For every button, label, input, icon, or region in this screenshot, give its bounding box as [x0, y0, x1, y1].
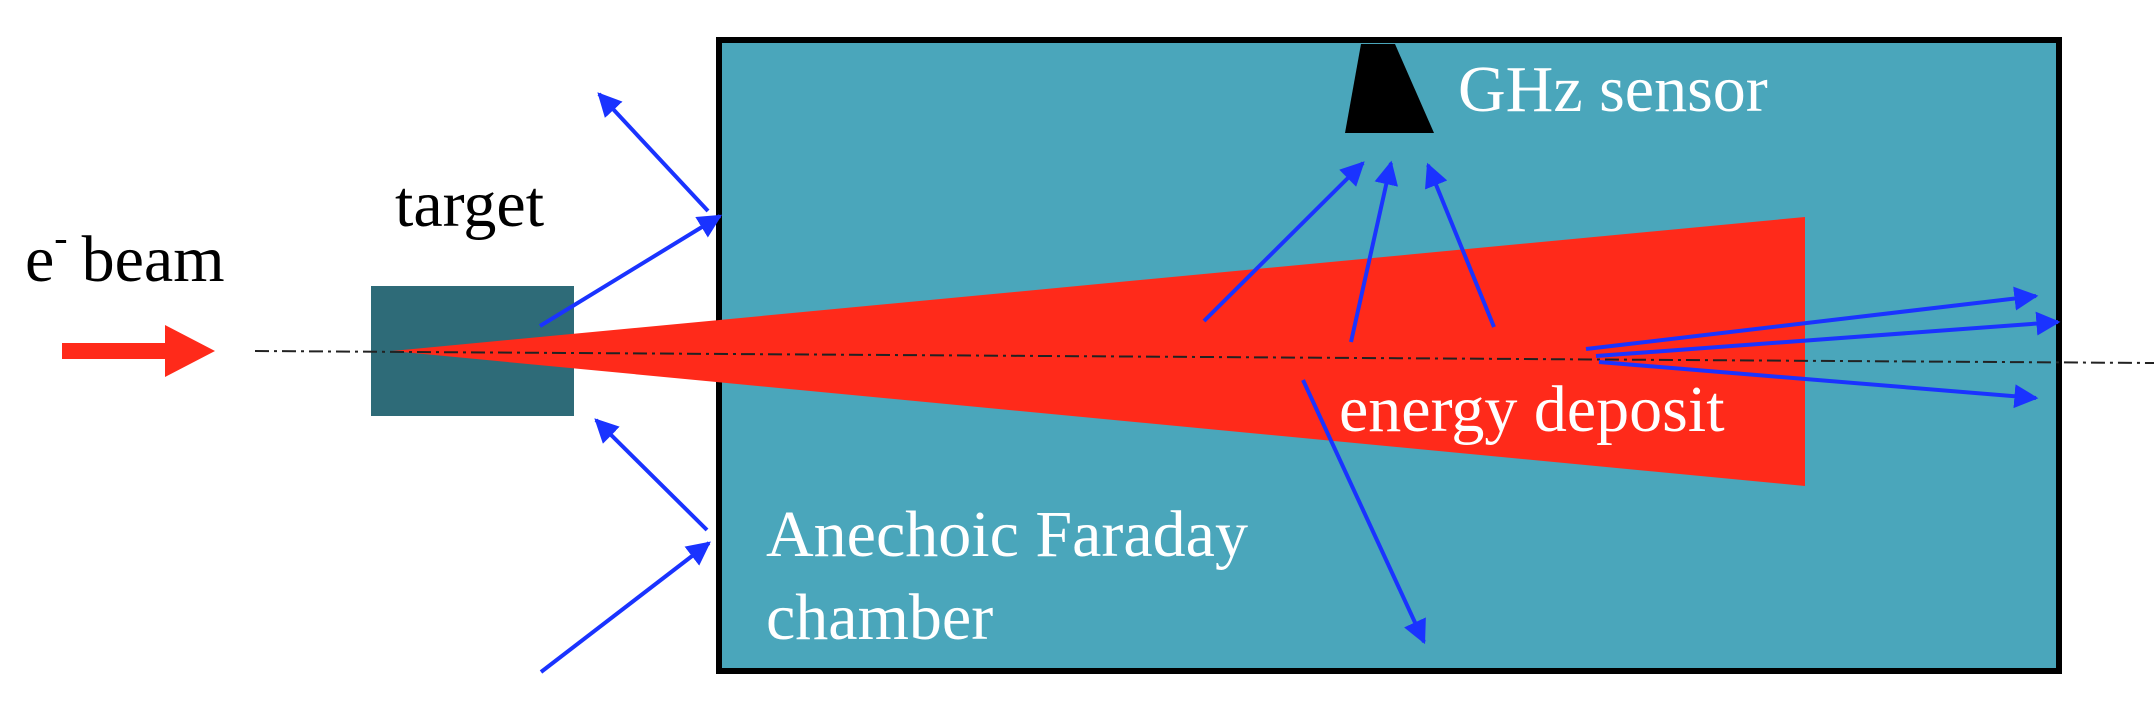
beam-arrow-icon: [62, 325, 215, 377]
radiation-arrows: [538, 92, 2061, 674]
chamber-label-line1: Anechoic Faraday: [766, 498, 1248, 571]
chamber-label-line2: chamber: [766, 581, 994, 654]
energy-deposit-shower: [392, 217, 1805, 486]
beam-axis-line: [254, 350, 2154, 364]
beam-label: e-beam: [25, 218, 225, 293]
arrow-icon: [538, 214, 723, 328]
sensor-label: GHz sensor: [1458, 53, 1768, 126]
arrow-icon: [1585, 286, 2039, 351]
arrow-icon: [1595, 311, 2061, 358]
horn-sensor-icon: [1345, 44, 1434, 133]
target-label: target: [395, 168, 545, 241]
beam-symbol: e: [25, 223, 55, 296]
arrow-icon: [1598, 360, 2039, 409]
arrow-icon: [1425, 162, 1496, 328]
arrow-icon: [539, 541, 711, 674]
energy-deposit-label: energy deposit: [1339, 373, 1725, 446]
beam-word: beam: [81, 223, 225, 296]
arrow-icon: [594, 418, 709, 532]
beam-charge: -: [54, 215, 68, 260]
arrow-icon: [1301, 379, 1426, 645]
arrow-icon: [1349, 160, 1399, 343]
arrow-icon: [1202, 161, 1365, 323]
arrow-icon: [597, 92, 710, 213]
